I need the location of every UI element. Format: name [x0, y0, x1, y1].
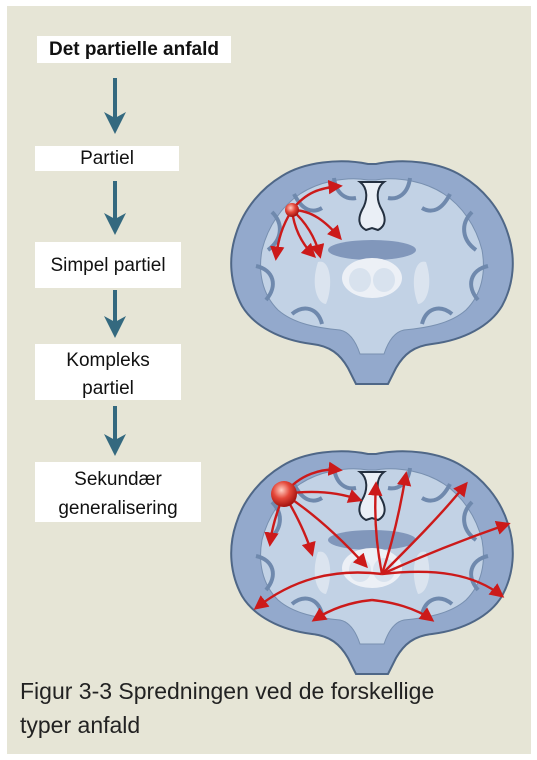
- caption-line-2: typer anfald: [20, 708, 520, 742]
- figure-caption: Figur 3-3 Spredningen ved de forskellige…: [20, 674, 520, 742]
- diagram-title-box: Det partielle anfald: [37, 36, 231, 63]
- seizure-focus-small: [285, 203, 299, 217]
- step-box-partiel: Partiel: [35, 146, 179, 171]
- seizure-focus-large: [271, 481, 297, 507]
- step-box-simpel-partiel: Simpel partiel: [35, 242, 181, 288]
- step-box-kompleks-partiel: Kompleks partiel: [35, 344, 181, 400]
- down-arrow-2: [104, 181, 126, 237]
- step-label-partiel: Partiel: [35, 146, 179, 170]
- step-label-kompleks-line-1: Kompleks: [35, 344, 181, 372]
- figure-panel: Det partielle anfald Partiel Simpel part…: [7, 6, 531, 754]
- step-label-sekundaer-line-2: generalisering: [35, 491, 201, 520]
- down-arrow-1: [104, 78, 126, 136]
- step-label-sekundaer-line-1: Sekundær: [35, 462, 201, 491]
- step-box-sekundaer-generalisering: Sekundær generalisering: [35, 462, 201, 522]
- brain-partial-seizure-illustration: [222, 154, 522, 389]
- step-label-kompleks-line-2: partiel: [35, 372, 181, 400]
- brain-generalized-seizure-illustration: [222, 444, 522, 679]
- caption-line-1: Figur 3-3 Spredningen ved de forskellige: [20, 674, 520, 708]
- down-arrow-3: [104, 290, 126, 340]
- down-arrow-4: [104, 406, 126, 458]
- step-label-simpel-partiel: Simpel partiel: [35, 242, 181, 277]
- diagram-title: Det partielle anfald: [37, 36, 231, 61]
